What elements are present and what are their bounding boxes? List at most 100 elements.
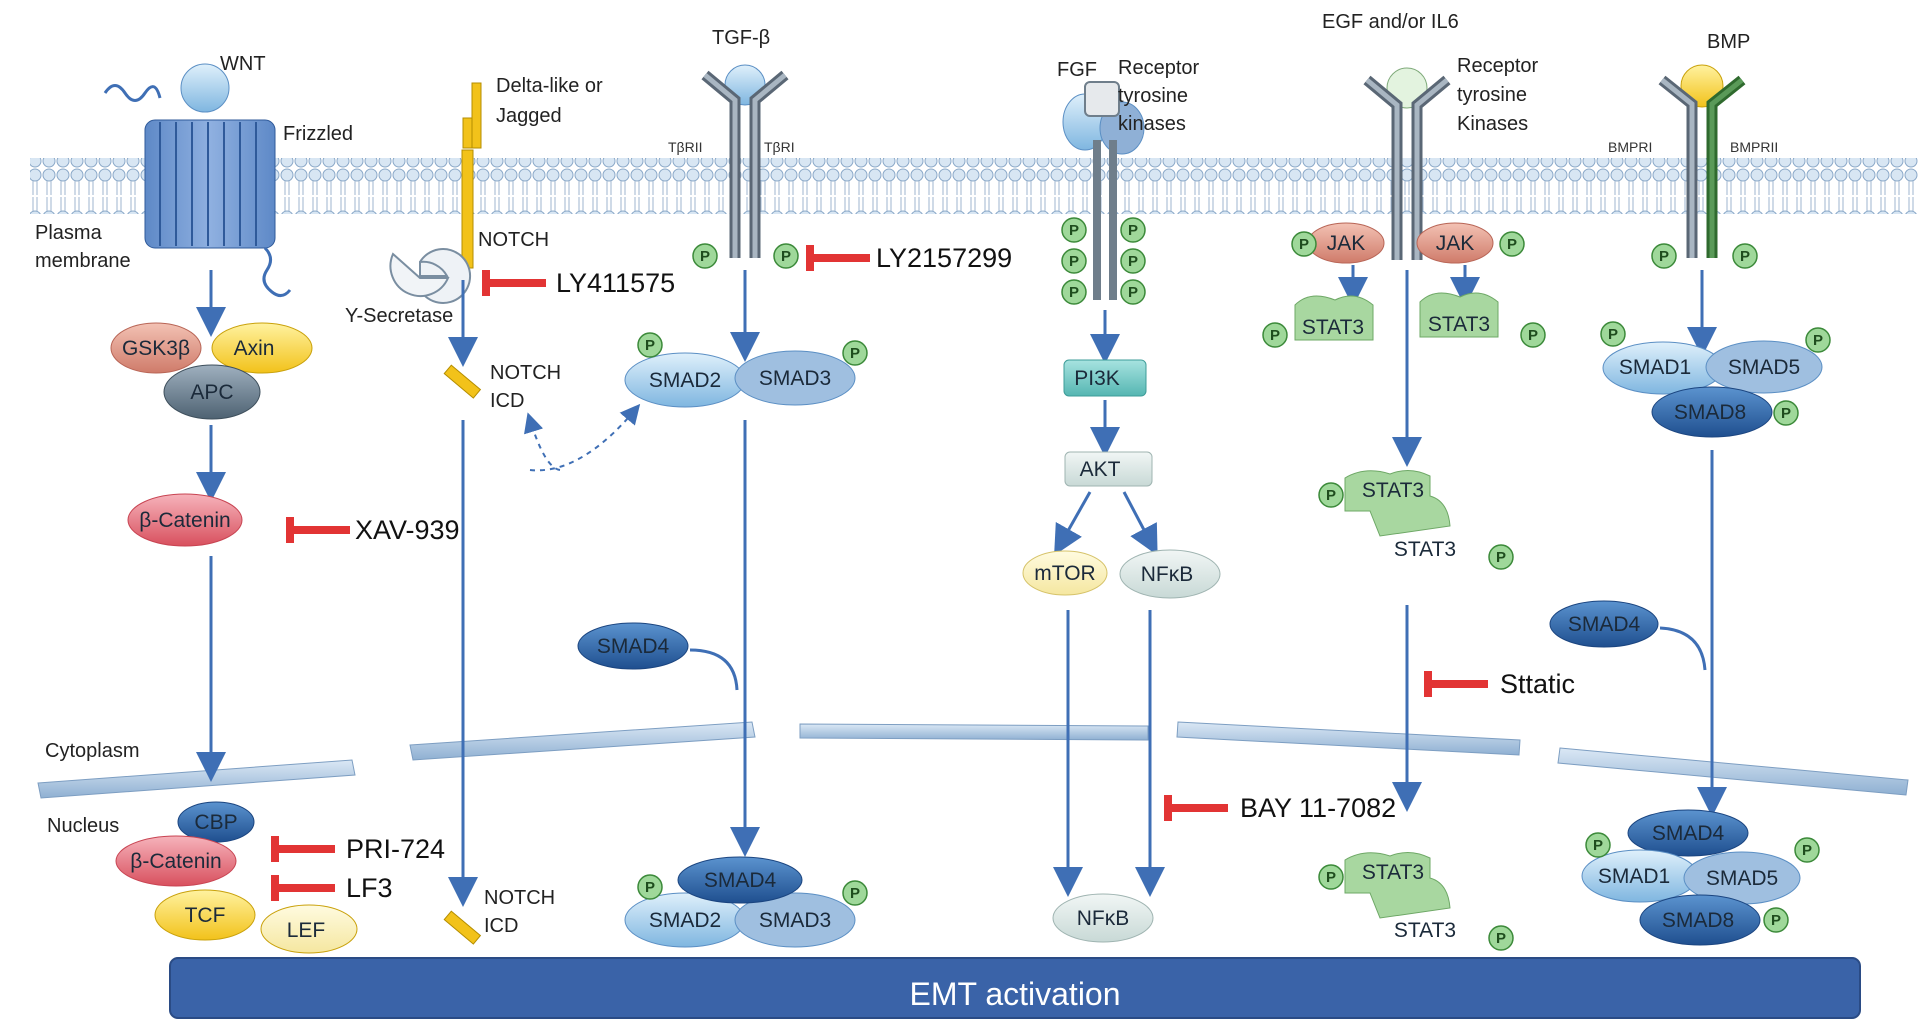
smad3-label: SMAD3	[759, 367, 831, 390]
phospho-icon: P	[1600, 321, 1626, 347]
gsk3b-node	[110, 322, 202, 374]
pri724-label: PRI-724	[346, 834, 445, 864]
fgf-label: FGF	[1057, 59, 1097, 81]
stat3-nuclear-node	[1344, 852, 1451, 919]
lef-label: LEF	[287, 919, 326, 942]
rtk-fgf-label-2: tyrosine	[1118, 85, 1188, 107]
smad4-bmp-nuclear-label: SMAD4	[1652, 822, 1725, 845]
smad8-nuclear-label: SMAD8	[1662, 909, 1734, 932]
phospho-icon: P	[1773, 400, 1799, 426]
phospho-icon: P	[1061, 248, 1087, 274]
wnt-label: WNT	[220, 53, 266, 75]
smad5-node	[1705, 340, 1823, 394]
smad4-cyto-label: SMAD4	[597, 635, 670, 658]
svg-text:P: P	[1813, 332, 1823, 349]
akt-label: AKT	[1080, 458, 1121, 481]
smad8-label: SMAD8	[1674, 401, 1746, 424]
stat3-nuclear-top-label: STAT3	[1362, 861, 1424, 884]
svg-text:P: P	[1069, 222, 1079, 239]
phospho-icon: P	[1120, 217, 1146, 243]
notch-icd-fragment	[443, 364, 482, 399]
svg-text:P: P	[1771, 912, 1781, 929]
plasma-membrane	[30, 158, 1918, 214]
lef-node	[260, 904, 358, 954]
smad4-nuclear-label: SMAD4	[704, 869, 777, 892]
bmp-pathway: BMP BMPRI BMPRII P P SMAD1 SMAD5 SMAD8 P…	[1549, 31, 1831, 946]
svg-text:P: P	[781, 248, 791, 265]
jak-left-label: JAK	[1327, 232, 1366, 255]
smad3-node	[734, 350, 856, 406]
phospho-icon: P	[637, 874, 663, 900]
svg-text:P: P	[850, 885, 860, 902]
phospho-icon: P	[1763, 907, 1789, 933]
smad4-bmp-nuclear-node	[1627, 809, 1749, 857]
mtor-node	[1022, 550, 1108, 596]
smad8-nuclear-node	[1639, 894, 1761, 946]
pi3k-node	[1063, 359, 1147, 397]
beta-catenin-label: β-Catenin	[139, 509, 230, 532]
phospho-icon: P	[1061, 279, 1087, 305]
rtk-egf-label-2: tyrosine	[1457, 84, 1527, 106]
egf-label: EGF and/or IL6	[1322, 11, 1459, 33]
phospho-icon: P	[842, 340, 868, 366]
beta-catenin-nuclear-label: β-Catenin	[130, 850, 221, 873]
phospho-icon: P	[692, 243, 718, 269]
frizzled-label: Frizzled	[283, 123, 353, 145]
phospho-icon: P	[1488, 544, 1514, 570]
svg-text:P: P	[1496, 930, 1506, 947]
svg-text:P: P	[1128, 222, 1138, 239]
svg-text:P: P	[1128, 284, 1138, 301]
phospho-icon: P	[637, 332, 663, 358]
jak-right-label: JAK	[1436, 232, 1475, 255]
phospho-icon: P	[773, 243, 799, 269]
tcf-node	[154, 889, 256, 941]
fgf-pathway: FGF Receptor tyrosine kinases P P P P P …	[1022, 57, 1396, 943]
apc-label: APC	[190, 381, 233, 404]
sttatic-label: Sttatic	[1500, 669, 1575, 699]
emt-activation-bar	[169, 957, 1861, 1019]
phospho-icon: P	[1120, 279, 1146, 305]
bay-inhibitor	[1164, 795, 1228, 821]
tgfb-pathway: TGF-β TβRII TβRI P P LY2157299 SMAD2 SMA…	[577, 27, 1012, 948]
stat3-a-node	[1294, 295, 1374, 341]
notch-receptor	[461, 149, 474, 269]
akt-node	[1064, 451, 1153, 487]
wnt-ligand	[180, 63, 230, 113]
phospho-icon: P	[1318, 482, 1344, 508]
pri724-inhibitor	[271, 836, 335, 862]
phospho-icon: P	[1520, 322, 1546, 348]
smad4-bmp-label: SMAD4	[1568, 613, 1641, 636]
smad4-cyto-node	[577, 622, 689, 670]
bmp-label: BMP	[1707, 31, 1750, 53]
smad4-nuclear-node	[677, 856, 803, 904]
frizzled-receptor	[144, 119, 276, 249]
rtk-fgf-label-1: Receptor	[1118, 57, 1199, 79]
delta-like-label: Delta-like or	[496, 75, 603, 97]
svg-text:P: P	[1781, 405, 1791, 422]
nuclear-membrane	[37, 721, 1909, 799]
svg-text:P: P	[1299, 236, 1309, 253]
xav939-inhibitor	[286, 517, 350, 543]
phospho-icon: P	[1794, 837, 1820, 863]
ly2157299-inhibitor	[806, 245, 870, 271]
stat3-dimer-bottom-label: STAT3	[1394, 538, 1456, 561]
nfkb-nuclear-node	[1052, 893, 1154, 943]
phospho-icon: P	[1585, 832, 1611, 858]
egf-pathway: EGF and/or IL6 Receptor tyrosine Kinases…	[1262, 11, 1575, 951]
notch-icd-nuclear-fragment	[443, 910, 482, 945]
axin-node	[211, 322, 313, 374]
notch-icd-nuclear-sub-label: ICD	[484, 915, 518, 937]
cbp-label: CBP	[194, 811, 237, 834]
stat3-dimer-node	[1344, 470, 1451, 537]
svg-text:P: P	[1270, 327, 1280, 344]
tbrii-label: TβRII	[668, 139, 703, 155]
svg-text:P: P	[1128, 253, 1138, 270]
lf3-label: LF3	[346, 873, 393, 903]
bmpri-label: BMPRI	[1608, 139, 1652, 155]
nucleus-label: Nucleus	[47, 815, 119, 837]
bay-label: BAY 11-7082	[1240, 793, 1396, 823]
rtk-egf-label-1: Receptor	[1457, 55, 1538, 77]
notch-icd-label: NOTCH	[490, 362, 561, 384]
svg-text:P: P	[1507, 236, 1517, 253]
svg-text:P: P	[1326, 869, 1336, 886]
